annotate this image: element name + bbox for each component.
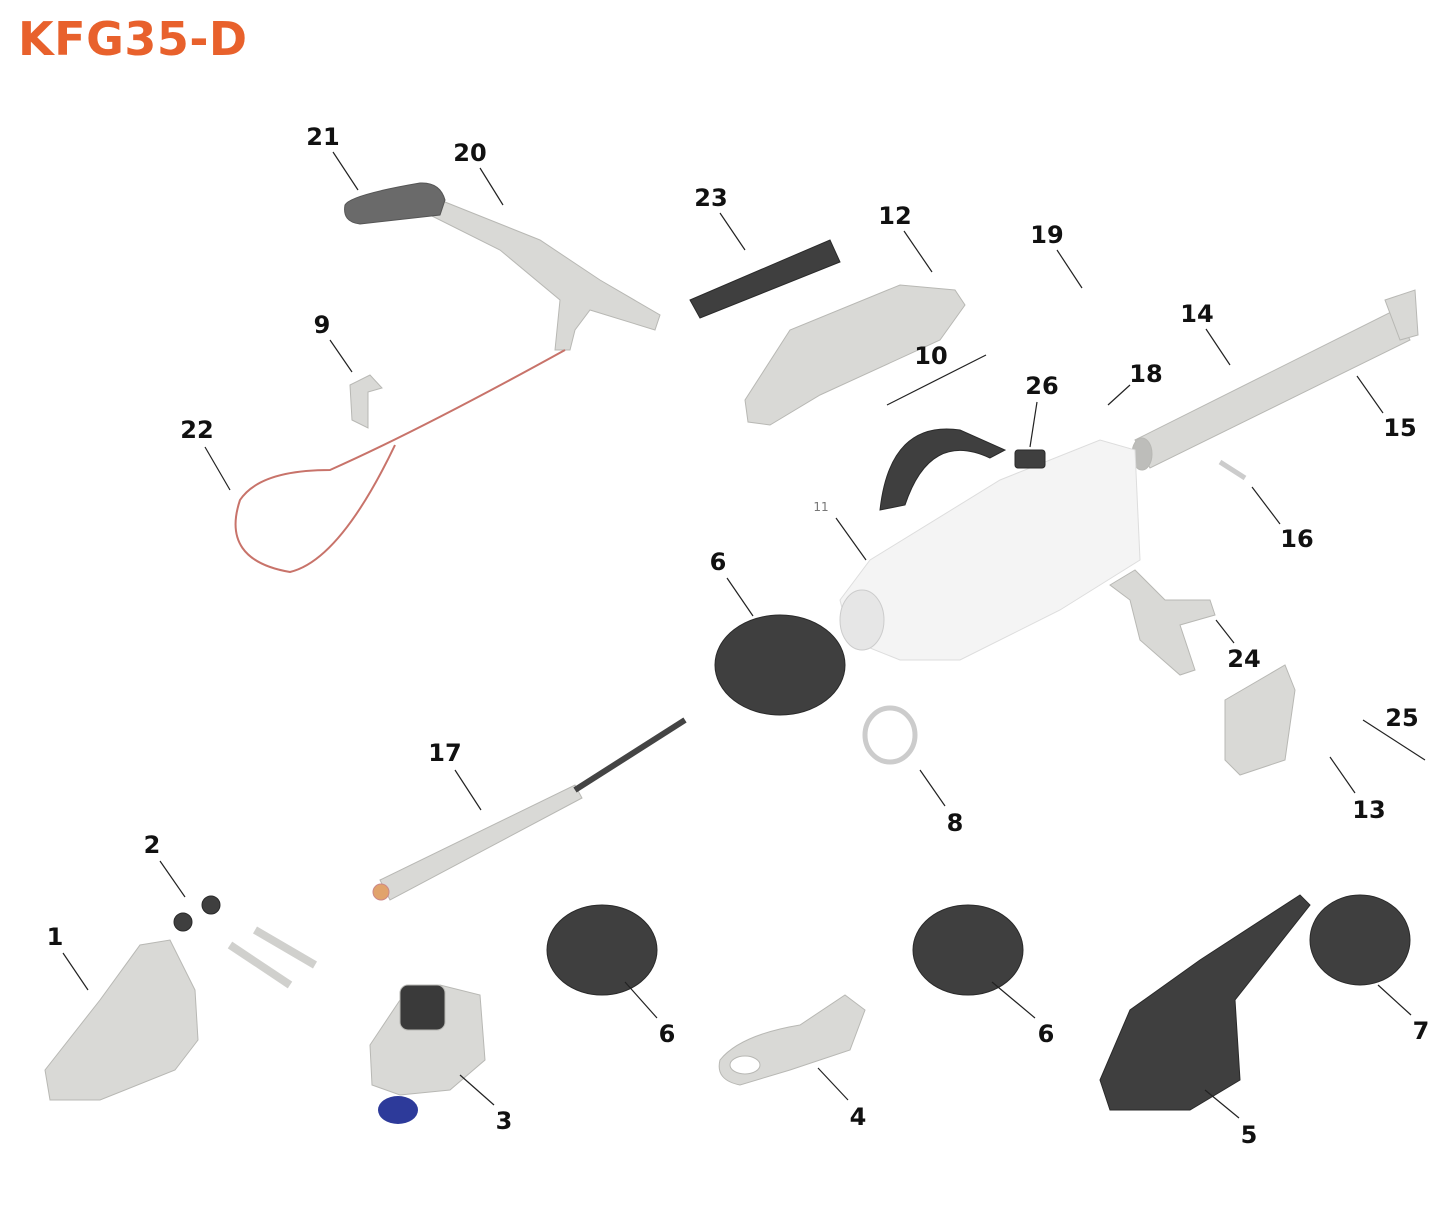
part-strap	[879, 428, 1007, 511]
part-cable	[234, 349, 566, 574]
callout-label: 12	[878, 202, 912, 230]
callout-label: 24	[1227, 645, 1261, 673]
callout-label: 2	[143, 831, 161, 859]
diagram-title: KFG35-D	[18, 12, 248, 66]
callout-label: 15	[1383, 414, 1417, 442]
part-housing	[839, 439, 1141, 661]
callout-label: 6	[1037, 1020, 1055, 1048]
callout-label: 8	[946, 809, 964, 837]
callout-label: 19	[1030, 221, 1064, 249]
part-bracket	[349, 374, 383, 429]
part-lever-grip	[344, 182, 446, 225]
callout-label: 11	[813, 500, 829, 514]
callout-label: 21	[306, 123, 340, 151]
part-shoe-lever	[1109, 569, 1216, 676]
callout-label: 6	[709, 548, 727, 576]
part-handbrake-lever	[343, 189, 661, 351]
part-bellows-main	[714, 614, 846, 716]
callout-label: 6	[658, 1020, 676, 1048]
part-cover-13	[1224, 664, 1296, 776]
part-drawbar-tube	[1134, 309, 1411, 469]
part-coupling-1	[44, 939, 199, 1101]
part-clamp	[862, 705, 918, 765]
callout-label: 1	[46, 923, 64, 951]
callout-label: 7	[1412, 1017, 1430, 1045]
callout-label: 14	[1180, 300, 1214, 328]
callout-label: 22	[180, 416, 214, 444]
part-coupling-5	[1099, 894, 1311, 1111]
part-gas-spring	[689, 239, 841, 319]
part-bellows-a	[546, 904, 658, 996]
part-damper	[379, 784, 583, 901]
part-cover-plate	[744, 284, 966, 426]
callout-label: 5	[1240, 1121, 1258, 1149]
callout-label: 4	[849, 1103, 867, 1131]
callout-label: 17	[428, 739, 462, 767]
part-bellows-7	[1309, 894, 1411, 986]
callout-label: 23	[694, 184, 728, 212]
callout-label: 10	[914, 342, 948, 370]
callout-label: 16	[1280, 525, 1314, 553]
callout-label: 3	[495, 1107, 513, 1135]
callout-label: 18	[1129, 360, 1163, 388]
callout-label: 20	[453, 139, 487, 167]
callout-label: 25	[1385, 704, 1419, 732]
part-bellows-b	[912, 904, 1024, 996]
callout-label: 13	[1352, 796, 1386, 824]
callout-label: 9	[313, 311, 331, 339]
callout-label: 26	[1025, 372, 1059, 400]
leader-lines	[62, 151, 1426, 1119]
